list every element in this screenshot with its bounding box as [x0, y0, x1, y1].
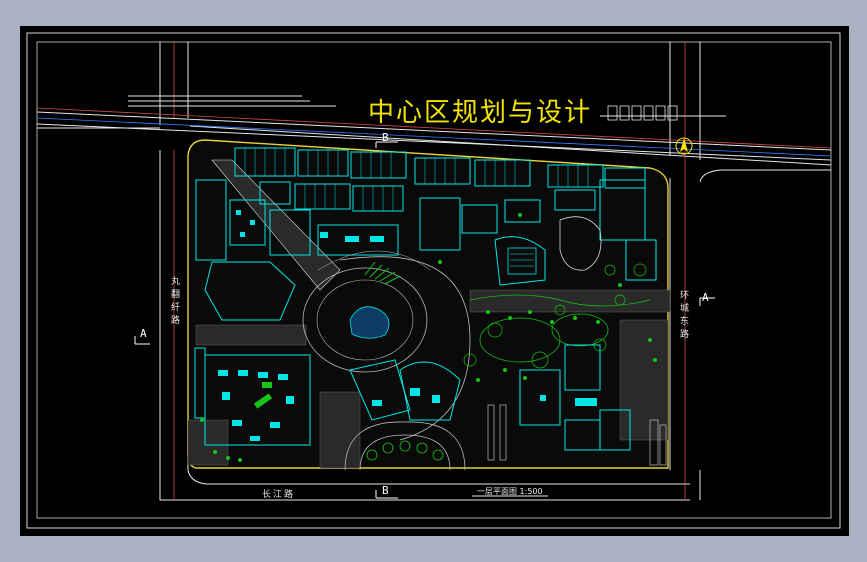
section-mark-south: B — [382, 484, 389, 497]
central-pond — [349, 306, 390, 339]
northeast-pond — [559, 216, 602, 271]
section-mark-east: A — [702, 291, 709, 304]
north-building-grid — [244, 148, 589, 211]
south-center-fill — [372, 388, 597, 406]
road-lines — [36, 42, 832, 501]
site-boundary — [187, 139, 669, 469]
section-markers — [134, 141, 715, 499]
south-center-buildings — [349, 344, 631, 451]
road-label-south: 长江路 — [262, 490, 296, 500]
drawing-title: 中心区规划与设计 — [368, 98, 593, 128]
southwest-mall-units — [218, 370, 294, 441]
plan-scale-note: 一层平面图 1:500 — [477, 487, 543, 496]
north-center-building — [419, 197, 546, 286]
west-building-blocks — [195, 179, 399, 321]
blue-axis — [36, 117, 832, 157]
southwest-green — [253, 382, 273, 409]
outer-frame — [26, 32, 841, 529]
northeast-hotel — [554, 179, 657, 281]
title-underlines — [128, 95, 726, 117]
title-boxes — [607, 105, 678, 121]
diagonal-walkway — [211, 159, 341, 291]
section-mark-west: A — [140, 327, 147, 340]
southwest-mall — [194, 347, 311, 446]
south-entrance — [344, 421, 466, 471]
west-block-fill — [236, 210, 384, 242]
paving-zones — [187, 289, 671, 469]
parking-strips — [487, 404, 667, 466]
road-label-east: 环城东路 — [678, 290, 688, 342]
red-boundary — [36, 42, 832, 500]
road-label-west: 丸翻纤路 — [169, 276, 179, 328]
south-entrance-trees — [366, 440, 444, 461]
theatre-seats — [507, 247, 537, 275]
inner-frame — [36, 41, 832, 519]
north-arrow-icon — [675, 137, 693, 155]
amphitheatre-fan — [364, 261, 401, 285]
tree-dots — [200, 213, 657, 462]
north-building-blocks — [234, 147, 646, 212]
central-plaza — [302, 250, 471, 441]
section-mark-north: B — [382, 131, 389, 144]
